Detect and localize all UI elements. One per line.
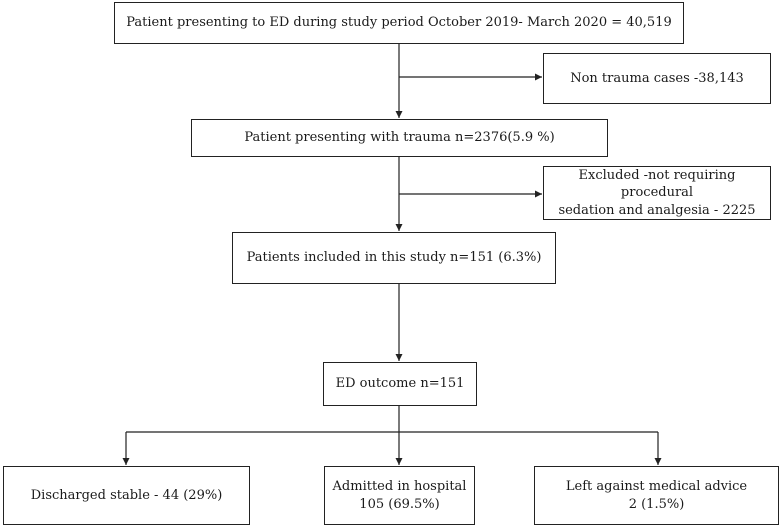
included-text: Patients included in this study n=151 (6…: [246, 250, 542, 266]
discharged-text: Discharged stable - 44 (29%): [30, 487, 223, 503]
lama-text-line2: 2 (1.5%): [628, 496, 685, 512]
box-admitted: Admitted in hospital 105 (69.5%): [324, 466, 475, 525]
box-trauma: Patient presenting with trauma n=2376(5.…: [191, 119, 608, 157]
non-trauma-text: Non trauma cases -38,143: [570, 70, 744, 86]
box-ed-presentations: Patient presenting to ED during study pe…: [114, 2, 684, 44]
trauma-text: Patient presenting with trauma n=2376(5.…: [244, 130, 555, 146]
box-left-against-advice: Left against medical advice 2 (1.5%): [534, 466, 779, 525]
ed-outcome-text: ED outcome n=151: [335, 376, 465, 392]
admitted-text-line2: 105 (69.5%): [359, 496, 440, 512]
box-included: Patients included in this study n=151 (6…: [232, 232, 556, 284]
excluded-text-line1: Excluded -not requiring procedural: [578, 167, 736, 201]
box-ed-outcome: ED outcome n=151: [323, 362, 477, 406]
box-discharged: Discharged stable - 44 (29%): [3, 466, 250, 525]
box-non-trauma: Non trauma cases -38,143: [543, 53, 771, 104]
box-excluded: Excluded -not requiring procedural sedat…: [543, 166, 771, 220]
excluded-text-line2: sedation and analgesia - 2225: [558, 202, 756, 218]
ed-presentations-text: Patient presenting to ED during study pe…: [126, 15, 672, 31]
admitted-text-line1: Admitted in hospital: [332, 478, 467, 494]
lama-text-line1: Left against medical advice: [565, 478, 748, 494]
